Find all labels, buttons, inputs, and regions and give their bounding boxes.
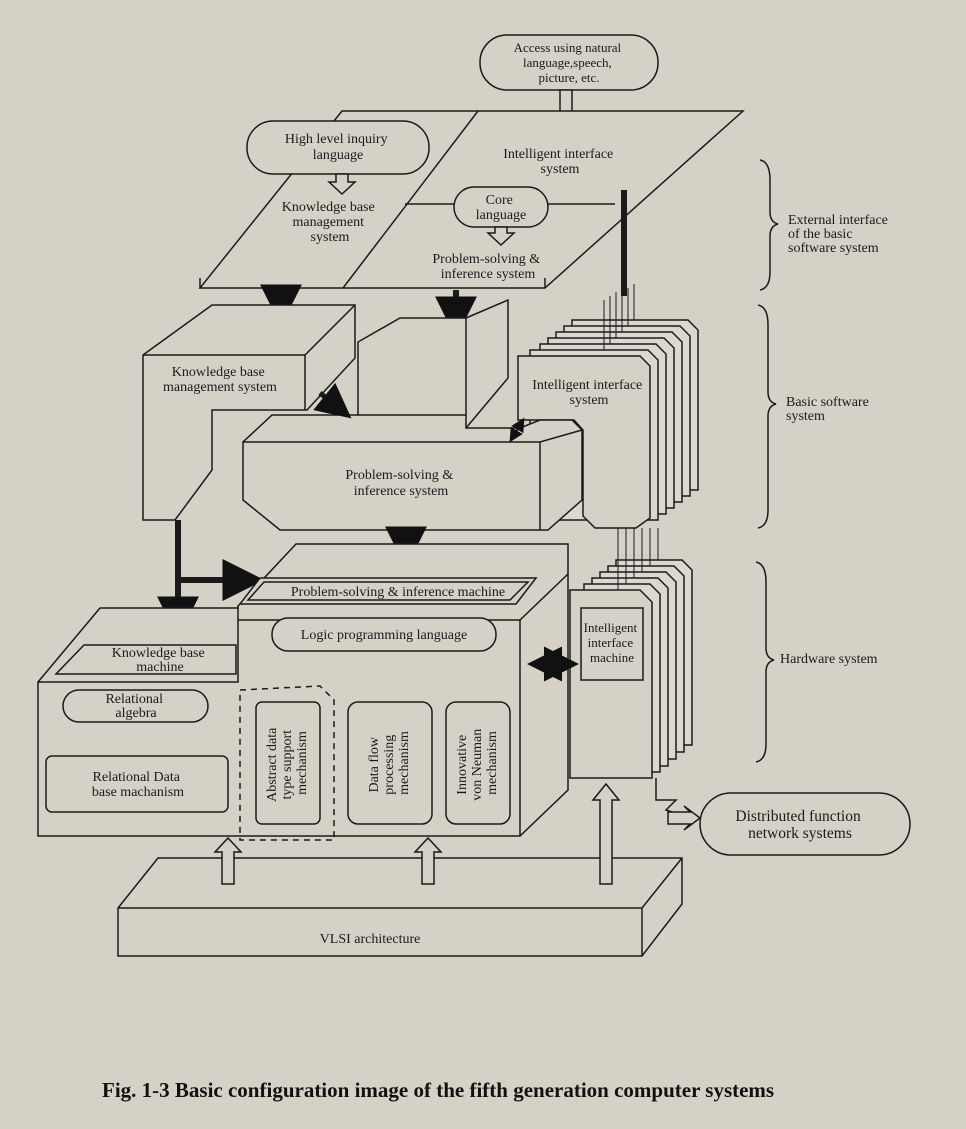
relational-db-label: Relational Data base machanism	[92, 770, 184, 800]
vlsi-label: VLSI architecture	[320, 932, 421, 947]
ps-machine-label: Problem-solving & inference machine	[291, 585, 505, 600]
ii-machine-label: Intelligent interface machine	[584, 620, 641, 665]
basic-sw-label: Basic software system	[786, 395, 872, 424]
distributed-box	[699, 792, 911, 856]
distributed-label: Distributed function network systems	[735, 808, 864, 842]
abstract-mechanism-box	[255, 701, 321, 825]
external-brace	[759, 159, 779, 291]
core-language-label: Core language	[476, 193, 527, 223]
ps-middle-label: Problem-solving & inference system	[345, 468, 456, 499]
ps-middle-block	[242, 317, 583, 531]
innovative-mechanism-box	[445, 701, 511, 825]
figure-caption: Fig. 1-3 Basic configuration image of th…	[102, 1078, 774, 1102]
logic-lang-box	[271, 617, 497, 652]
basic-sw-brace	[757, 304, 777, 529]
kbms-middle-label: Knowledge base management system	[163, 365, 277, 395]
external-label: External interface of the basic software…	[788, 213, 891, 256]
relational-db-box	[45, 755, 229, 813]
top-intelligent-interface-label: Intelligent interface system	[503, 147, 617, 177]
relational-algebra-box	[62, 689, 209, 723]
dataflow-mechanism-label: Data flow processing mechanism	[367, 731, 412, 795]
hardware-label: Hardware system	[780, 652, 878, 667]
kbms-middle-block	[142, 304, 356, 521]
hardware-brace	[755, 561, 775, 763]
access-label: Access using natural language,speech, pi…	[514, 40, 625, 85]
kb-machine-slab	[54, 644, 237, 675]
abstract-mechanism-label: Abstract data type support mechanism	[265, 724, 310, 802]
logic-lang-label: Logic programming language	[301, 628, 467, 643]
vlsi-block	[117, 857, 683, 957]
dataflow-mechanism-box	[347, 701, 433, 825]
ps-machine-slab	[238, 577, 538, 605]
ii-machine-block	[569, 589, 653, 779]
relational-algebra-label: Relational algebra	[105, 692, 166, 721]
kb-machine-label: Knowledge base machine	[112, 646, 208, 675]
top-problem-solving-label: Problem-solving & inference system	[432, 252, 543, 282]
plate-edge	[199, 278, 546, 288]
innovative-mechanism-label: Innovative von Neuman mechanism	[455, 725, 500, 800]
abstract-dashed-region	[239, 685, 335, 841]
top-kbms-label: Knowledge base management system	[282, 200, 378, 245]
ii-system-label: Intelligent interface system	[532, 378, 646, 408]
high-level-inquiry-label: High level inquiry language	[285, 132, 391, 163]
